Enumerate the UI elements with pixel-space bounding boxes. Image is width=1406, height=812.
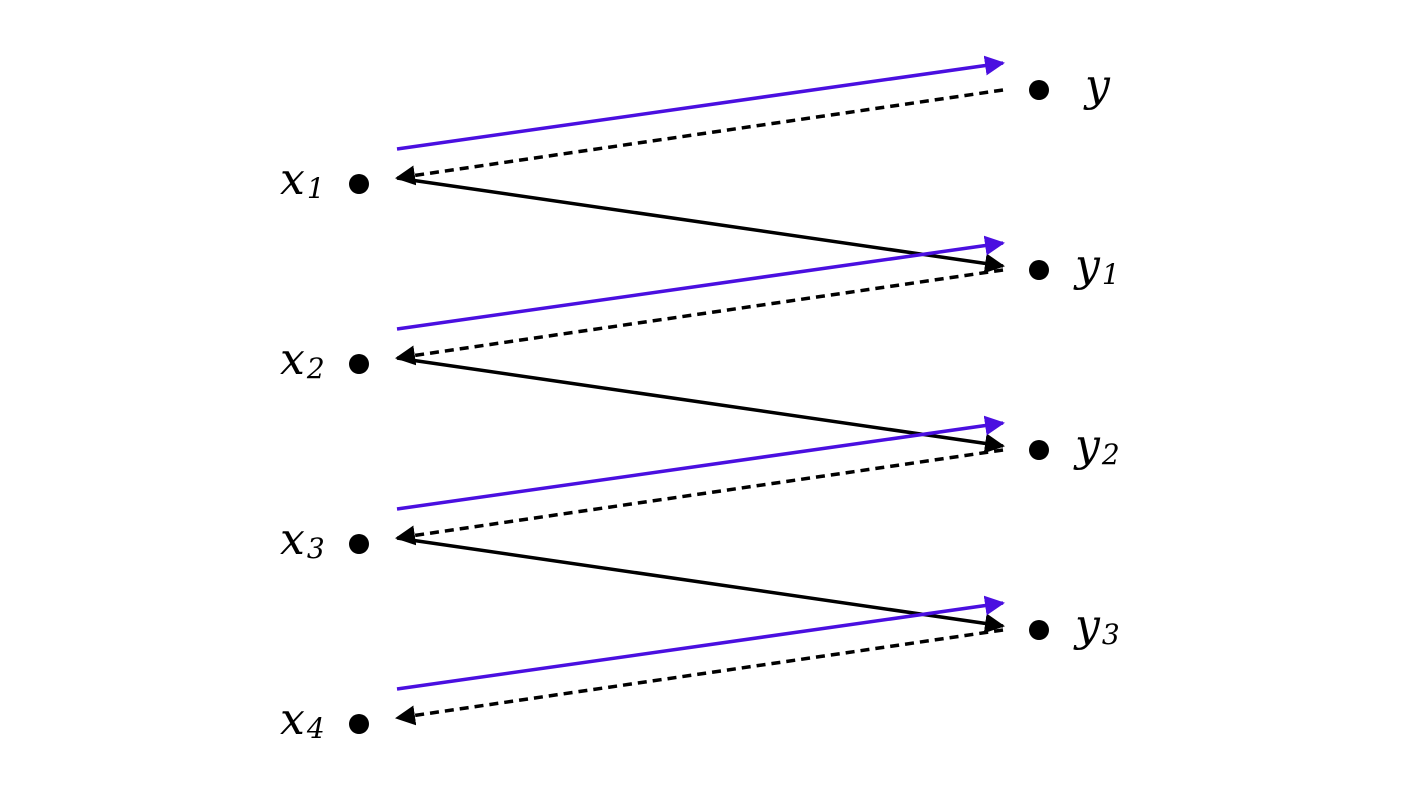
dashed-arrow-y3-to-x4	[395, 628, 1004, 726]
edges-layer	[395, 55, 1005, 726]
node-label-x4: x4	[280, 694, 325, 745]
black-arrow-x2-to-y2	[396, 356, 1005, 454]
node-dot-x3	[349, 534, 369, 554]
node-label-base-y: y	[1083, 60, 1111, 111]
node-label-subscript-x2: 2	[306, 352, 325, 385]
node-dot-x1	[349, 174, 369, 194]
node-label-base-x4: x	[280, 694, 305, 745]
node-label-y2: y2	[1073, 420, 1120, 471]
node-label-base-y1: y	[1073, 240, 1101, 291]
node-label-base-y2: y	[1073, 420, 1101, 471]
node-label-base-x1: x	[280, 154, 305, 205]
node-label-subscript-x4: 4	[306, 712, 325, 745]
node-label-base-x3: x	[280, 514, 305, 565]
node-dot-x2	[349, 354, 369, 374]
black-arrow-x1-to-y1	[396, 176, 1005, 274]
node-label-x2: x2	[280, 334, 325, 385]
node-dot-y	[1029, 80, 1049, 100]
node-label-x1: x1	[280, 154, 325, 205]
node-label-subscript-y1: 1	[1102, 258, 1120, 291]
node-label-y1: y1	[1073, 240, 1120, 291]
node-label-subscript-x3: 3	[307, 532, 325, 565]
black-arrow-x3-to-y3	[396, 536, 1005, 634]
node-label-subscript-y3: 3	[1102, 618, 1120, 651]
node-label-base-x2: x	[280, 334, 305, 385]
dashed-arrow-y2-to-x3	[395, 448, 1004, 546]
purple-arrow-x1-to-y	[396, 55, 1005, 151]
node-label-y3: y3	[1073, 600, 1120, 651]
purple-arrow-x3-to-y2	[396, 415, 1005, 511]
dashed-arrow-y-to-x1	[395, 88, 1004, 186]
node-label-base-y3: y	[1073, 600, 1101, 651]
dashed-arrow-y1-to-x2	[395, 268, 1004, 366]
node-label-y: y	[1083, 60, 1111, 111]
purple-arrow-x4-to-y3	[396, 595, 1005, 691]
node-label-subscript-y2: 2	[1101, 438, 1120, 471]
node-dot-y3	[1029, 620, 1049, 640]
node-dot-y1	[1029, 260, 1049, 280]
node-dot-y2	[1029, 440, 1049, 460]
node-dot-x4	[349, 714, 369, 734]
node-label-subscript-x1: 1	[307, 172, 325, 205]
node-label-x3: x3	[280, 514, 325, 565]
purple-arrow-x2-to-y1	[396, 235, 1005, 331]
